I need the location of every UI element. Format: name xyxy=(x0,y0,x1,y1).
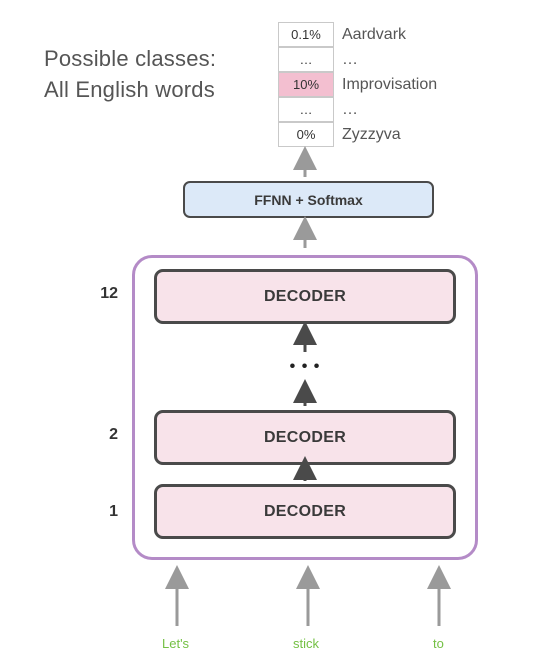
layer-number-2: 2 xyxy=(109,426,118,443)
vocab-word: … xyxy=(342,101,358,118)
decoder-stack xyxy=(132,255,478,560)
vocab-word: Aardvark xyxy=(342,26,407,43)
vocab-prob-cell: … xyxy=(278,47,334,72)
possible-classes-heading: Possible classes: xyxy=(44,46,217,71)
vocab-prob-cell-highlighted: 10% xyxy=(278,72,334,97)
all-english-words-heading: All English words xyxy=(44,77,215,102)
layer-number-12: 12 xyxy=(100,285,118,302)
decoder-label: DECODER xyxy=(263,428,347,446)
decoder-block-1: DECODER xyxy=(154,484,456,539)
vocab-word: Zyzzyva xyxy=(342,126,401,143)
input-token: stick xyxy=(293,636,319,651)
input-token: to xyxy=(433,636,444,651)
ffnn-softmax-block: FFNN + Softmax xyxy=(183,181,434,218)
decoder-block-2: DECODER xyxy=(154,410,456,465)
ffnn-softmax-label: FFNN + Softmax xyxy=(254,191,363,208)
vocab-word: … xyxy=(342,51,358,68)
decoder-label: DECODER xyxy=(263,287,347,305)
layer-number-1: 1 xyxy=(109,503,118,520)
vocab-prob-cell: 0% xyxy=(278,122,334,147)
vocab-prob-cell: 0.1% xyxy=(278,22,334,47)
input-token: Let's xyxy=(162,636,190,651)
ellipsis-dots: • • • xyxy=(289,358,321,375)
decoder-label: DECODER xyxy=(263,502,347,520)
vocab-prob-cell: … xyxy=(278,97,334,122)
vocab-word: Improvisation xyxy=(342,76,438,93)
